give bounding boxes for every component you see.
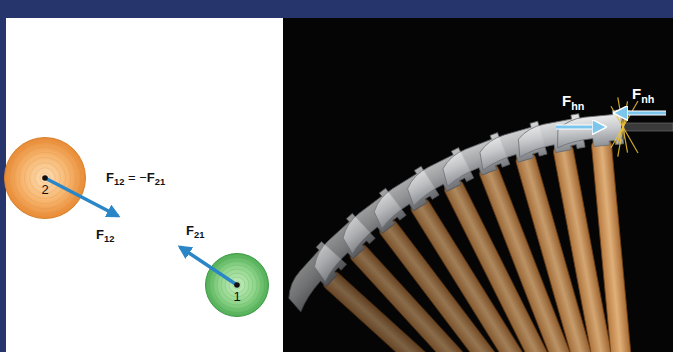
hammer-image	[555, 110, 653, 352]
force-label: F21	[186, 224, 204, 241]
body-circle: 2	[4, 137, 86, 219]
force-arrow	[556, 126, 604, 129]
spark	[623, 127, 638, 153]
hammer-handle	[591, 139, 640, 352]
spark	[611, 127, 623, 148]
hammer-strobe	[283, 110, 652, 352]
spark	[623, 127, 628, 153]
body-number: 2	[4, 183, 86, 196]
spark	[611, 106, 623, 127]
force-arrow	[180, 247, 237, 285]
force-label: Fnh	[632, 86, 654, 105]
nail	[624, 123, 673, 131]
hammer-head	[555, 110, 624, 150]
spark	[617, 127, 623, 144]
hammer-image	[514, 114, 643, 352]
center-dot	[42, 175, 48, 181]
circle-fill	[206, 254, 269, 317]
body-circle: 1	[205, 253, 269, 317]
body-number: 1	[205, 290, 269, 303]
force-label: Fhn	[562, 93, 584, 112]
circle-ring	[9, 142, 81, 214]
center-dot	[234, 282, 240, 288]
circle-outline	[205, 253, 269, 317]
force-arrow-outline	[556, 125, 604, 130]
force-arrow-outline	[616, 111, 666, 116]
circle-ring	[14, 147, 76, 209]
force-equation: F12 = −F21	[106, 171, 165, 188]
top-band	[0, 0, 673, 18]
circle-fill	[5, 138, 86, 219]
circle-outline	[4, 137, 86, 219]
force-arrow	[616, 112, 666, 115]
circle-ring	[209, 257, 265, 313]
force-label: F12	[96, 228, 114, 245]
